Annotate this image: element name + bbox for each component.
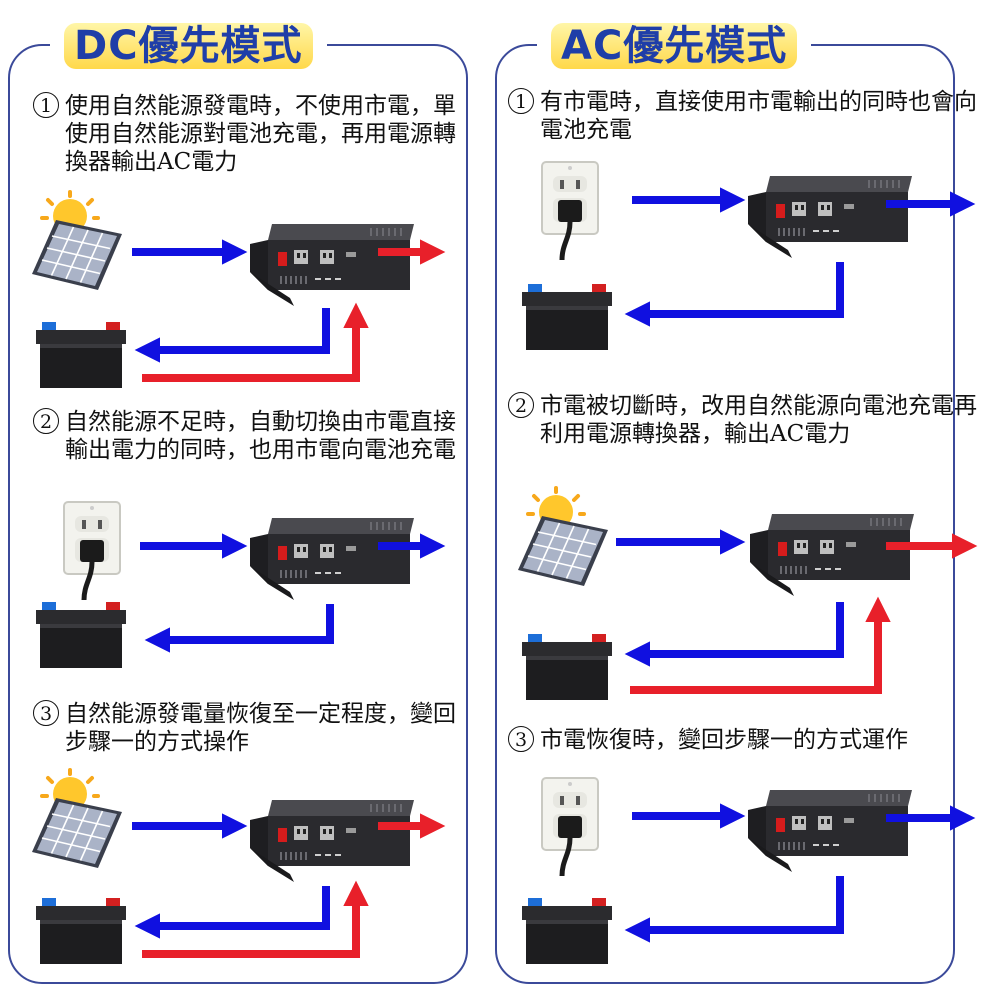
dc-step-2-illustration xyxy=(36,502,446,668)
step-number: 3 xyxy=(33,700,59,726)
solar-panel-icon xyxy=(30,190,124,292)
inverter-icon xyxy=(748,176,912,258)
step-number: 2 xyxy=(508,392,534,418)
battery-icon xyxy=(522,284,612,350)
ac-step-3: 3 市電恢復時，變回步驟一的方式運作 xyxy=(508,726,978,754)
ac-step-1-illustration xyxy=(522,162,976,350)
step-text: 有市電時，直接使用市電輸出的同時也會向電池充電 xyxy=(540,89,977,143)
dc-step-1-illustration xyxy=(30,190,446,388)
step-text: 自然能源不足時，自動切換由市電直接輸出電力的同時，也用市電向電池充電 xyxy=(65,409,456,463)
arrow-charge-battery xyxy=(624,602,844,667)
battery-icon xyxy=(36,602,126,668)
ac-step-2: 2 市電被切斷時，改用自然能源向電池充電再利用電源轉換器，輸出AC電力 xyxy=(508,392,978,448)
dc-step-3-illustration xyxy=(30,768,446,964)
arrow-battery-to-inverter xyxy=(630,596,891,694)
step-text: 市電被切斷時，改用自然能源向電池充電再利用電源轉換器，輸出AC電力 xyxy=(540,393,977,447)
ac-panel-title: AC優先模式 xyxy=(537,16,812,76)
dc-step-2: 2 自然能源不足時，自動切換由市電直接輸出電力的同時，也用市電向電池充電 xyxy=(33,408,458,464)
battery-icon xyxy=(36,898,126,964)
ac-step-3-illustration xyxy=(522,778,976,964)
inverter-icon xyxy=(250,800,414,882)
ac-step-2-illustration xyxy=(516,486,978,700)
inverter-icon xyxy=(750,514,914,596)
dc-step-1: 1 使用自然能源發電時，不使用市電，單使用自然能源對電池充電，再用電源轉換器輸出… xyxy=(33,92,458,176)
step-number: 2 xyxy=(33,408,59,434)
battery-icon xyxy=(522,898,612,964)
step-text: 自然能源發電量恢復至一定程度，變回步驟一的方式操作 xyxy=(65,701,456,755)
step-number: 1 xyxy=(33,92,59,118)
arrow-charge-battery xyxy=(134,886,330,939)
dc-step-3: 3 自然能源發電量恢復至一定程度，變回步驟一的方式操作 xyxy=(33,700,458,756)
inverter-icon xyxy=(250,518,414,600)
arrow-charge-battery xyxy=(144,604,334,653)
step-text: 市電恢復時，變回步驟一的方式運作 xyxy=(540,727,908,753)
battery-icon xyxy=(522,634,612,700)
step-number: 1 xyxy=(508,88,534,114)
dc-panel-title: DC優先模式 xyxy=(50,16,327,76)
arrow-battery-to-inverter xyxy=(142,302,369,382)
arrow-battery-to-inverter xyxy=(142,880,369,958)
inverter-icon xyxy=(748,790,912,872)
inverter-icon xyxy=(250,224,414,306)
dc-priority-panel: DC優先模式 xyxy=(8,16,468,984)
step-number: 3 xyxy=(508,726,534,752)
ac-priority-panel: AC優先模式 xyxy=(495,16,955,984)
wall-outlet-icon xyxy=(64,502,120,600)
battery-icon xyxy=(36,322,126,388)
arrow-charge-battery xyxy=(624,876,844,943)
step-text: 使用自然能源發電時，不使用市電，單使用自然能源對電池充電，再用電源轉換器輸出AC… xyxy=(65,93,456,175)
wall-outlet-icon xyxy=(542,778,598,876)
arrow-charge-battery xyxy=(624,262,844,327)
ac-step-1: 1 有市電時，直接使用市電輸出的同時也會向電池充電 xyxy=(508,88,978,144)
solar-panel-icon xyxy=(516,486,610,588)
wall-outlet-icon xyxy=(542,162,598,260)
arrow-charge-battery xyxy=(134,308,330,363)
solar-panel-icon xyxy=(30,768,124,870)
